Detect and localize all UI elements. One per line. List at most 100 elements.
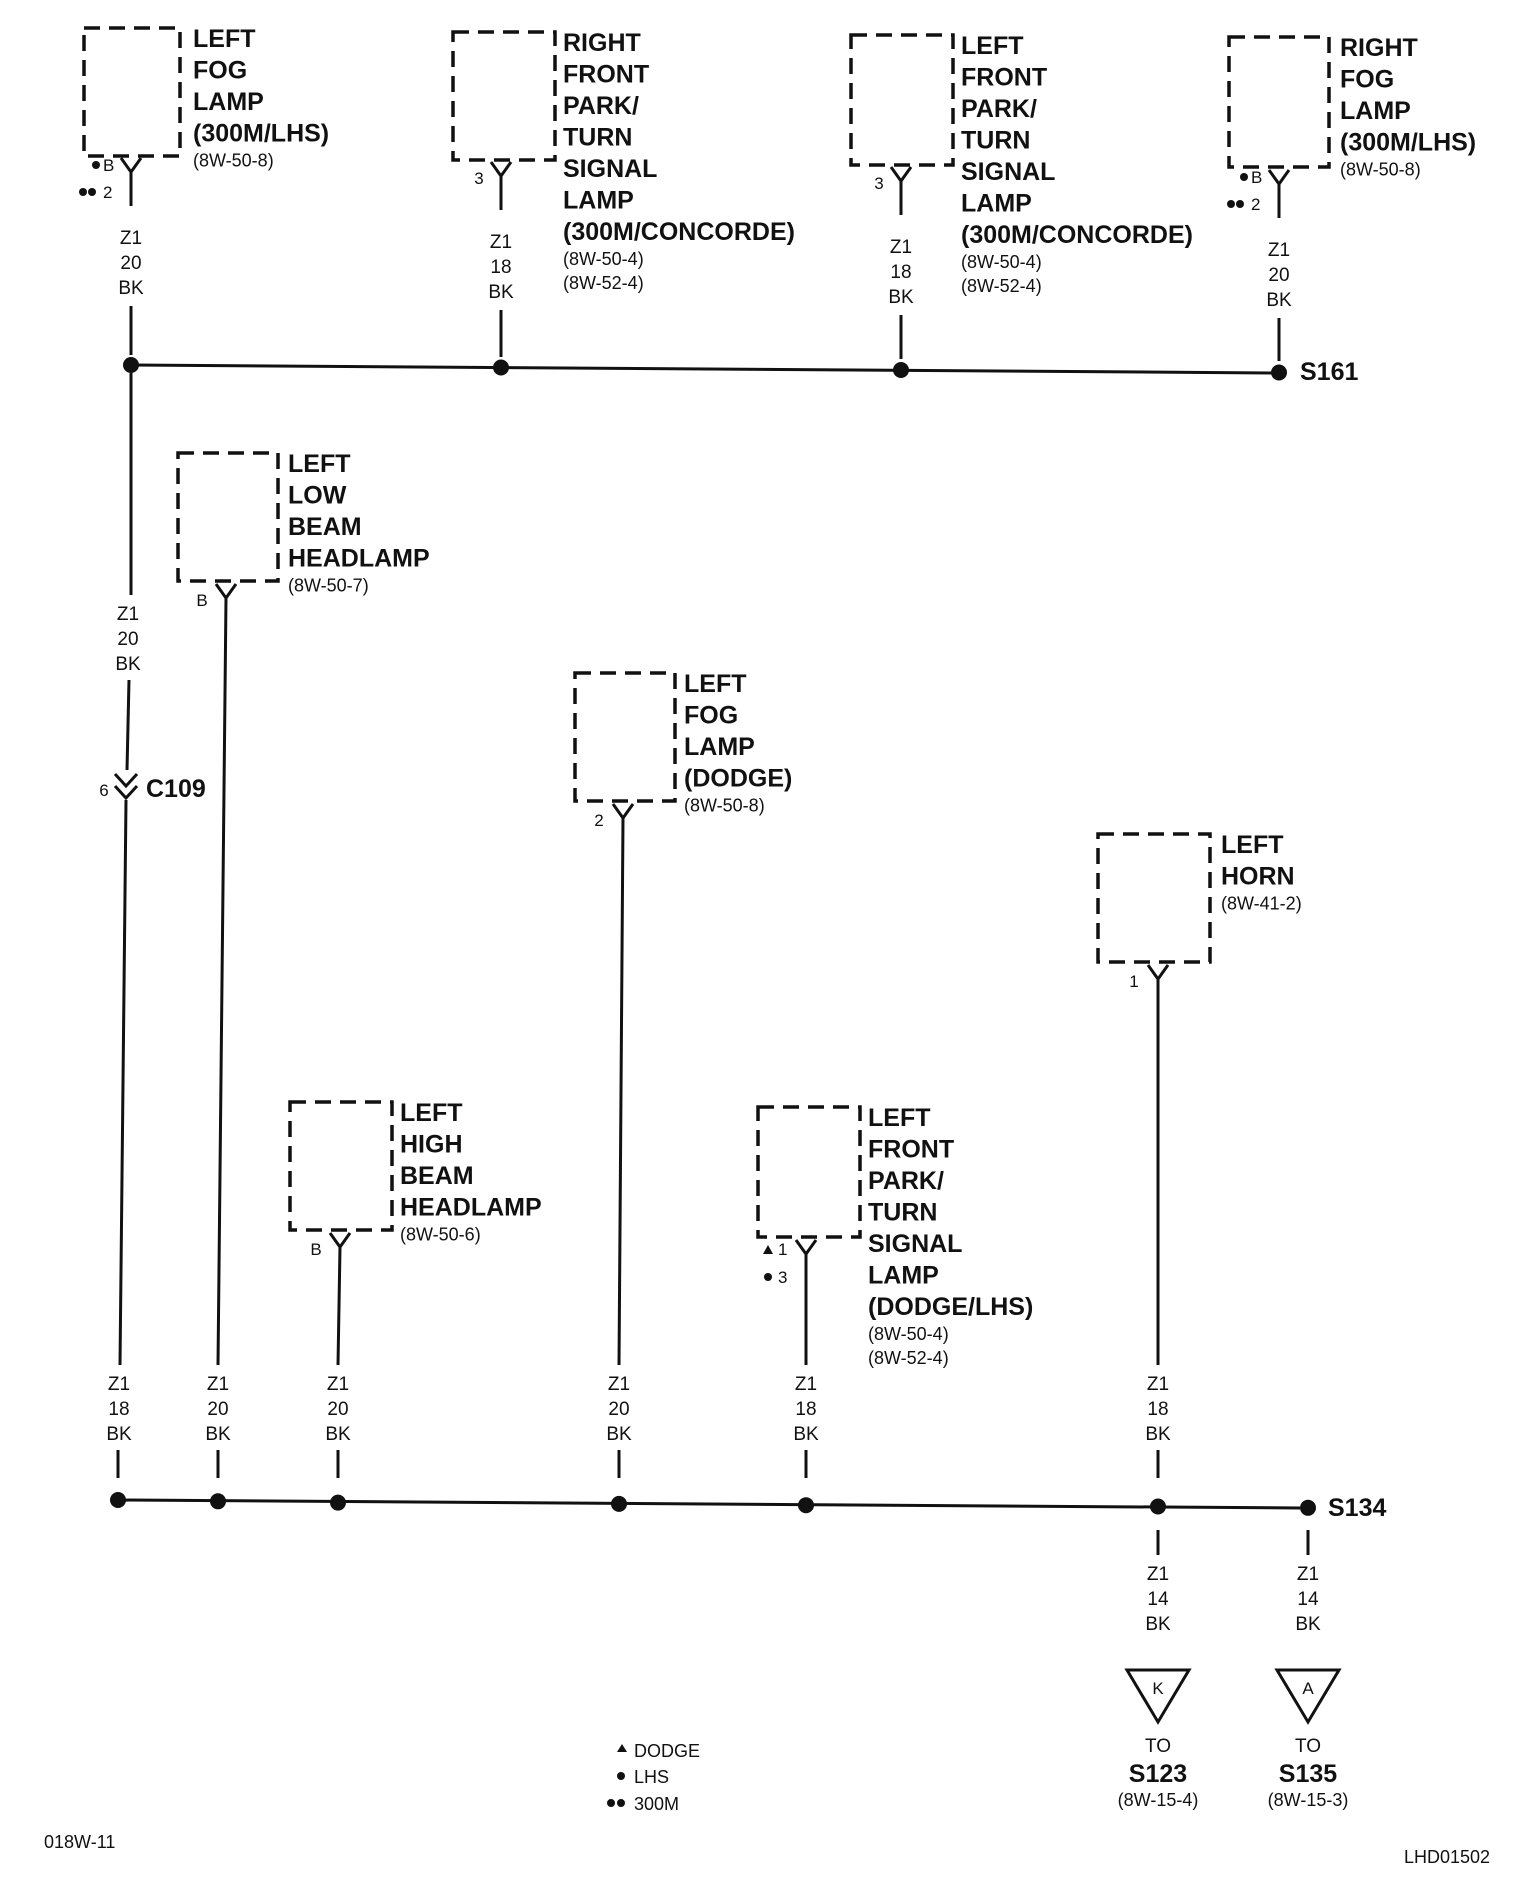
connector-box — [756, 1105, 862, 1239]
component-ref: (8W-50-8) — [193, 151, 274, 171]
component-label-line: LAMP — [684, 733, 755, 761]
connector-pin: 6 — [99, 781, 108, 800]
component-label-line: PARK/ — [563, 92, 639, 120]
legend-dodge: DODGE — [634, 1741, 700, 1761]
component-label-line: LAMP — [868, 1262, 939, 1290]
splice-node — [210, 1493, 226, 1510]
legend-dot — [617, 1772, 625, 1780]
connector-box — [82, 26, 182, 158]
component-ref: (8W-50-7) — [288, 576, 369, 596]
legend-dot — [607, 1799, 615, 1807]
component-label-line: LEFT — [288, 450, 351, 478]
component-label-line: (300M/LHS) — [193, 120, 329, 148]
legend-dot — [617, 1799, 625, 1807]
component-label-line: FRONT — [961, 64, 1047, 92]
component-ref: (8W-41-2) — [1221, 894, 1302, 914]
component-label-line: (300M/LHS) — [1340, 129, 1476, 157]
wire-label-c1-line-1: 20 — [120, 253, 141, 274]
legend-lhs: LHS — [634, 1767, 669, 1787]
pin-label: 3 — [474, 169, 483, 188]
connector-box — [288, 1100, 394, 1232]
wire-label-c5-line-1: 20 — [207, 1399, 228, 1420]
300m-bullet — [88, 188, 96, 196]
wire-label-c2-line-1: 18 — [490, 257, 511, 278]
component-label-line: HEADLAMP — [288, 545, 430, 573]
component-label-line: TURN — [961, 127, 1030, 155]
lhs-bullet — [92, 161, 100, 169]
component-ref: (8W-50-8) — [684, 796, 765, 816]
component-label-line: LAMP — [193, 88, 264, 116]
component-label-line: PARK/ — [868, 1167, 944, 1195]
wire-label-c9-line-2: BK — [793, 1424, 819, 1445]
output-triangle — [1274, 1668, 1342, 1725]
splice-node — [611, 1495, 627, 1512]
wire-label-left-bus-line-2: BK — [106, 1424, 132, 1445]
output-ref: (8W-15-3) — [1268, 1790, 1349, 1810]
component-label-line: (300M/CONCORDE) — [961, 221, 1193, 249]
wire-label-output-o2-line-2: BK — [1295, 1614, 1321, 1635]
wire-label-c7-line-2: BK — [1145, 1424, 1171, 1445]
wire-label-c8-line-2: BK — [325, 1424, 351, 1445]
wire-segment — [617, 817, 625, 1366]
component-c9: LEFTFRONTPARK/TURNSIGNALLAMP(DODGE/LHS)(… — [756, 1104, 1033, 1368]
output-ref: (8W-15-4) — [1118, 1790, 1199, 1810]
pin-symbol — [214, 583, 238, 601]
connector-box — [176, 451, 280, 583]
wire-label-c4-line-2: BK — [1266, 290, 1292, 311]
wire-label-c6-line-2: BK — [606, 1424, 632, 1445]
component-label-line: LEFT — [684, 670, 747, 698]
wire-segment — [118, 799, 128, 1366]
splice-label-bottom: S134 — [1328, 1494, 1386, 1522]
component-c3: LEFTFRONTPARK/TURNSIGNALLAMP(300M/CONCOR… — [849, 32, 1193, 296]
component-ref: (8W-50-4) — [868, 1324, 949, 1344]
pin-symbol — [794, 1239, 818, 1257]
wire-label-upper-drop-line-0: Z1 — [117, 604, 139, 625]
wire-label-left-bus-line-1: 18 — [108, 1399, 129, 1420]
connector-label: C109 — [146, 775, 206, 803]
wire-segment — [125, 679, 131, 771]
300m-bullet — [1227, 200, 1235, 208]
splice-node — [1300, 1499, 1316, 1516]
component-label-line: SIGNAL — [563, 155, 657, 183]
splice-node — [110, 1492, 126, 1508]
component-label-line: (300M/CONCORDE) — [563, 218, 795, 246]
pin-label-alt: 3 — [778, 1268, 787, 1287]
wire-label-c6-line-0: Z1 — [608, 1374, 630, 1395]
component-label-line: LEFT — [1221, 831, 1284, 859]
pin-label: 3 — [874, 174, 883, 193]
output-to: TO — [1145, 1736, 1171, 1757]
component-label-line: LAMP — [563, 187, 634, 215]
connector-box — [1096, 832, 1212, 964]
component-label-line: LEFT — [193, 25, 256, 53]
output-letter: K — [1152, 1679, 1164, 1698]
component-label-line: LEFT — [961, 32, 1024, 60]
300m-bullet — [1236, 200, 1244, 208]
wire-label-c8-line-1: 20 — [327, 1399, 348, 1420]
lhs-bullet — [1240, 173, 1248, 181]
wire-label-c4-line-1: 20 — [1268, 265, 1289, 286]
pin-symbol — [328, 1232, 352, 1250]
pin-symbol — [119, 157, 143, 175]
pin-symbol — [889, 166, 913, 184]
wire-label-output-o1-line-1: 14 — [1147, 1589, 1169, 1610]
component-label-line: RIGHT — [1340, 34, 1418, 62]
component-label-line: PARK/ — [961, 95, 1037, 123]
pin-label: B — [196, 591, 207, 610]
wire-label-output-o1-line-0: Z1 — [1147, 1564, 1169, 1585]
component-label-line: SIGNAL — [868, 1230, 962, 1258]
pin-label: 1 — [778, 1240, 787, 1259]
wire-label-output-o2-line-0: Z1 — [1297, 1564, 1319, 1585]
component-ref: (8W-50-6) — [400, 1225, 481, 1245]
wire-label-c3-line-2: BK — [888, 287, 914, 308]
wire-label-output-o2-line-1: 14 — [1297, 1589, 1319, 1610]
